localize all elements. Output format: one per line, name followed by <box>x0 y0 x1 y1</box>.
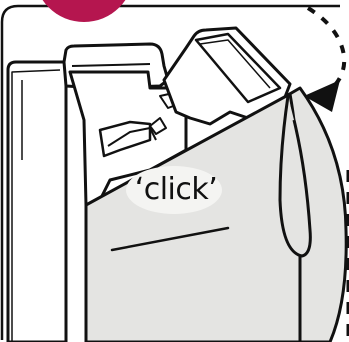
machine-body <box>8 62 66 342</box>
step-badge <box>34 0 134 22</box>
motion-arrow-path <box>308 8 344 90</box>
click-label: ‘click’ <box>126 164 226 214</box>
